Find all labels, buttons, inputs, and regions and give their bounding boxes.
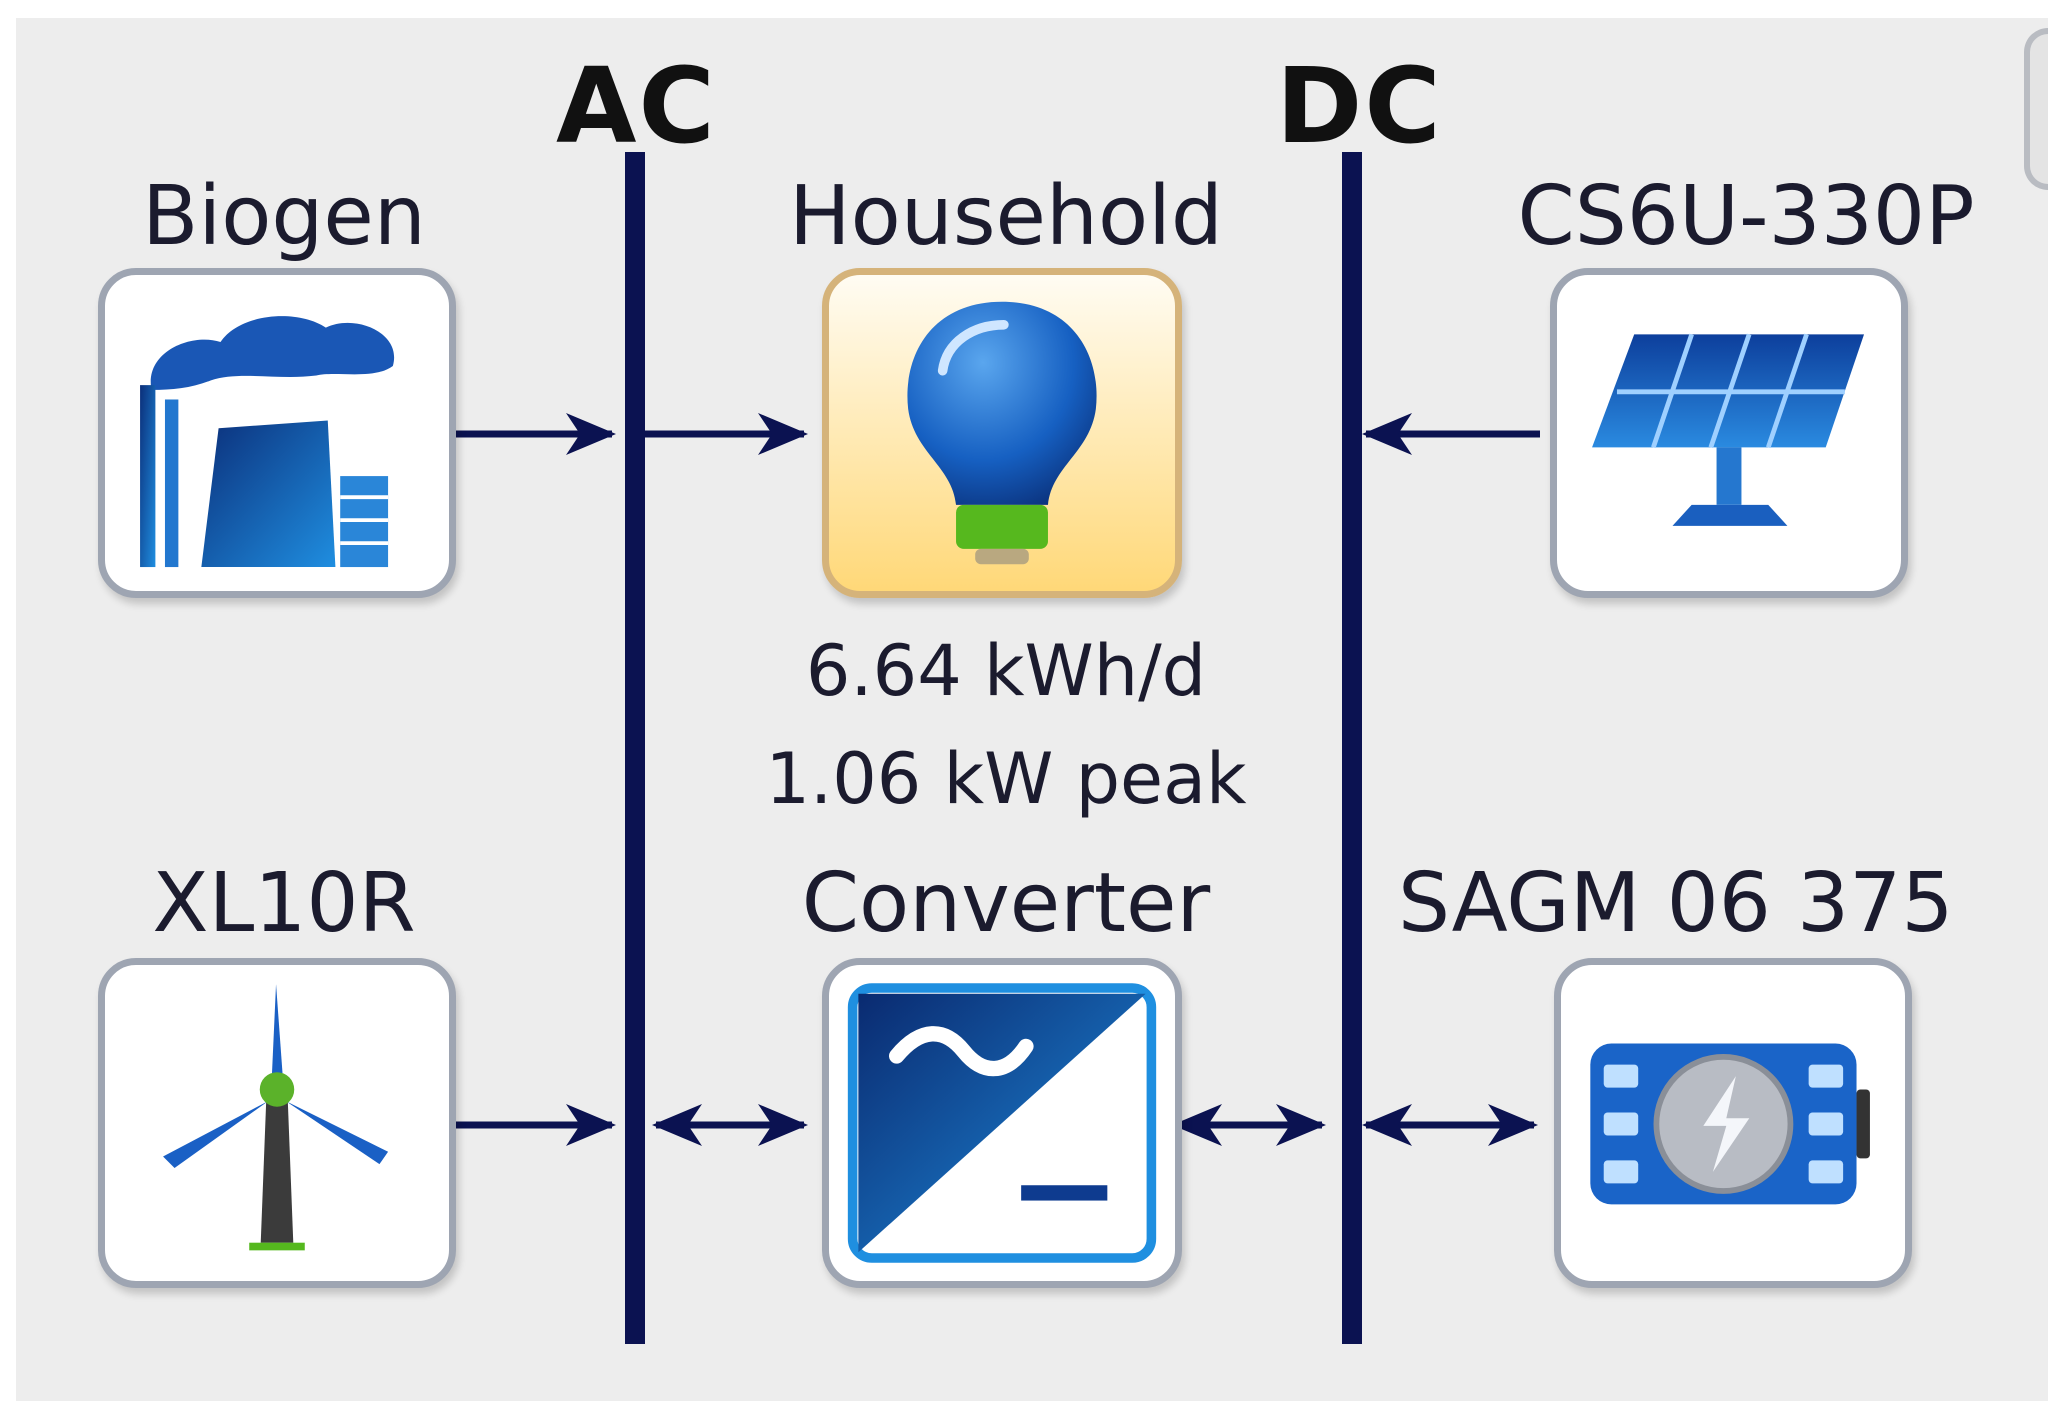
battery-label: SAGM 06 375 <box>1398 856 1954 951</box>
solar-panel-icon <box>1592 333 1865 526</box>
scroll-handle[interactable] <box>2024 28 2048 190</box>
inverter-icon <box>847 983 1157 1263</box>
biogas-plant-icon <box>140 316 395 568</box>
ac-bus-label: AC <box>556 45 717 167</box>
pv-label: CS6U-330P <box>1517 169 1975 264</box>
converter-label: Converter <box>801 856 1211 951</box>
wind-tile[interactable] <box>98 958 456 1288</box>
light-bulb-icon <box>907 301 1097 565</box>
ac-bus-line[interactable] <box>625 152 645 1344</box>
household-tile[interactable] <box>822 268 1182 598</box>
dc-bus-label: DC <box>1276 45 1443 167</box>
dc-bus-line[interactable] <box>1342 152 1362 1344</box>
biogen-label: Biogen <box>142 169 426 264</box>
wind-label: XL10R <box>152 856 416 951</box>
connection-lines <box>456 413 1540 1146</box>
household-peak-load: 1.06 kW peak <box>765 738 1247 820</box>
schematic-canvas: AC DC Biogen Household <box>16 18 2048 1401</box>
converter-tile[interactable] <box>822 958 1182 1288</box>
battery-icon <box>1590 1043 1870 1205</box>
battery-tile[interactable] <box>1554 958 1912 1288</box>
household-label: Household <box>789 169 1223 264</box>
wind-turbine-icon <box>163 984 389 1251</box>
household-daily-energy: 6.64 kWh/d <box>805 630 1207 712</box>
biogen-tile[interactable] <box>98 268 456 598</box>
pv-tile[interactable] <box>1550 268 1908 598</box>
